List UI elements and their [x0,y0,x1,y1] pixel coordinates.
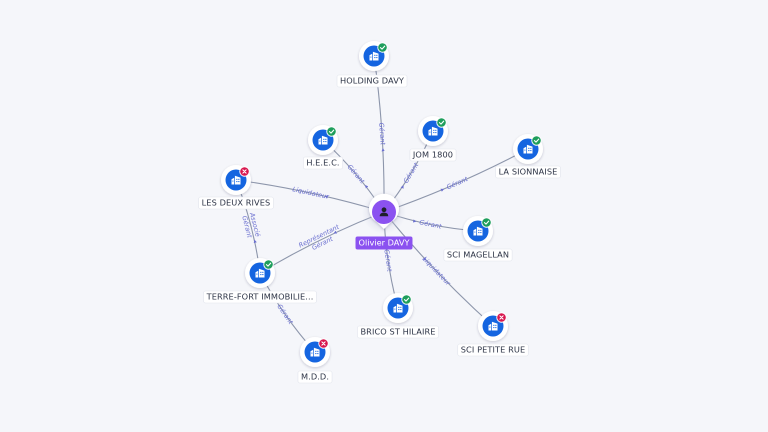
label-background [297,370,333,384]
company-label[interactable]: BRICO ST HILAIRE [357,325,439,339]
check-icon [436,117,447,128]
company-name: SCI PETITE RUE [461,345,526,355]
company-node-mdd[interactable]: M.D.D. [297,337,333,384]
company-node-jom-1800[interactable]: JOM 1800 [409,116,457,162]
label-background [203,290,317,304]
check-icon [481,217,492,228]
company-label[interactable]: M.D.D. [297,370,333,384]
person-node[interactable]: Olivier DAVY [355,190,413,250]
building-icon [310,347,320,357]
building-icon [473,226,483,236]
company-node-heec[interactable]: H.E.E.C. [303,125,343,170]
company-label[interactable]: JOM 1800 [409,148,457,162]
company-label[interactable]: SCI MAGELLAN [443,248,513,262]
relation-label: Gérant [419,218,443,230]
label-background [409,148,457,162]
building-icon [231,175,241,185]
company-label[interactable]: HOLDING DAVY [336,74,408,88]
company-node-sci-magellan[interactable]: SCI MAGELLAN [443,216,513,262]
check-icon [263,259,274,270]
relation-label: Gérant [275,303,295,326]
building-icon [369,51,379,61]
cross-icon [496,312,507,323]
label-background [457,343,529,357]
building-icon [523,144,533,154]
company-name: LA SIONNAISE [499,167,558,177]
nodes-layer: HOLDING DAVY H.E.E.C. JOM 1800 LA SIONNAISE… [198,41,561,384]
company-name: JOM 1800 [412,150,453,160]
company-label[interactable]: LES DEUX RIVES [198,196,274,210]
check-icon [377,42,388,53]
company-name: M.D.D. [301,372,329,382]
check-icon [401,294,412,305]
person-label-background [355,236,413,250]
company-node-la-sionnaise[interactable]: LA SIONNAISE [495,134,561,179]
company-name: TERRE-FORT IMMOBILIE... [206,292,314,302]
label-background [495,165,561,179]
person-name: Olivier DAVY [359,238,411,248]
cross-icon [318,338,329,349]
company-node-holding-davy[interactable]: HOLDING DAVY [336,41,408,88]
relation-label: Liquidateur [292,185,331,201]
check-icon [531,135,542,146]
company-name: H.E.E.C. [306,158,339,168]
relation-label: Gérant [402,161,421,185]
building-icon [255,268,265,278]
building-icon [428,126,438,136]
label-background [198,196,274,210]
cross-icon [239,166,250,177]
building-icon [393,303,403,313]
company-node-terre-fort[interactable]: TERRE-FORT IMMOBILIE... [203,258,317,304]
company-label[interactable]: TERRE-FORT IMMOBILIE... [203,290,317,304]
relation-label: Gérant [445,175,469,191]
person-icon [379,207,389,217]
company-node-sci-petite-rue[interactable]: SCI PETITE RUE [457,311,529,357]
company-label[interactable]: SCI PETITE RUE [457,343,529,357]
label-background [357,325,439,339]
building-icon [318,135,328,145]
person-label[interactable]: Olivier DAVY [355,236,413,250]
check-icon [326,126,337,137]
company-name: LES DEUX RIVES [202,198,271,208]
company-label[interactable]: LA SIONNAISE [495,165,561,179]
company-label[interactable]: H.E.E.C. [303,156,343,170]
relation-label: Gérant [382,249,393,273]
company-node-les-deux-rives[interactable]: LES DEUX RIVES [198,165,274,210]
company-node-brico-st-hilaire[interactable]: BRICO ST HILAIRE [357,293,439,339]
relation-label: Gérant [377,122,386,145]
label-background [336,74,408,88]
label-background [303,156,343,170]
company-name: HOLDING DAVY [340,76,405,86]
company-name: SCI MAGELLAN [447,250,509,260]
label-background [443,248,513,262]
building-icon [488,321,498,331]
relation-label: Gérant [346,163,367,186]
company-name: BRICO ST HILAIRE [360,327,435,337]
